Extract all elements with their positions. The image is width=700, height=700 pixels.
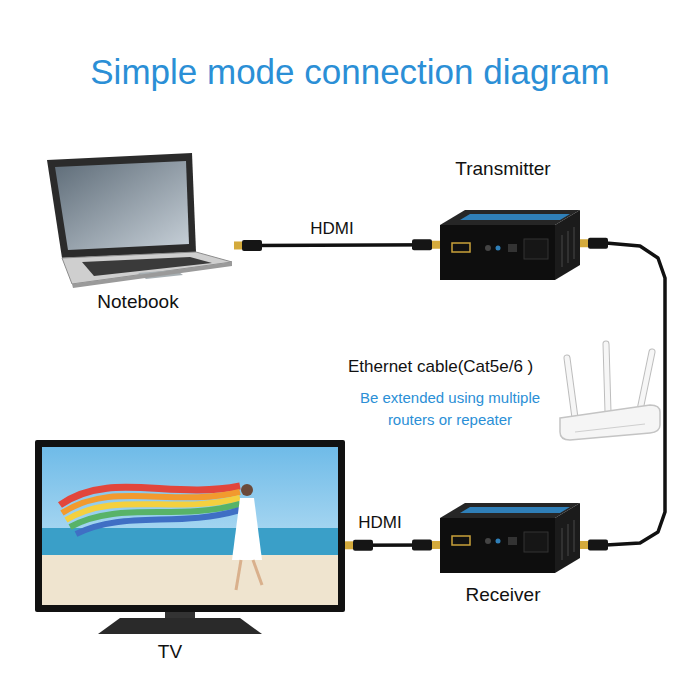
plug-tip xyxy=(345,541,353,549)
notebook-node: Notebook xyxy=(42,153,234,289)
cable-label: HDMI xyxy=(330,513,430,533)
plug-tip xyxy=(580,541,588,549)
plug-tip xyxy=(432,241,440,249)
plug-body xyxy=(412,539,432,550)
receiver-node: Receiver xyxy=(440,498,580,575)
cable-connector xyxy=(234,243,440,247)
plug-body xyxy=(242,240,262,251)
plug-tip xyxy=(234,241,242,249)
plug-tip xyxy=(432,541,440,549)
device-label: Transmitter xyxy=(428,158,578,180)
cable-connector xyxy=(580,243,665,545)
plug-body xyxy=(412,239,432,250)
tv-node: TV xyxy=(35,440,345,635)
device-label: Notebook xyxy=(42,291,234,313)
device-label: Receiver xyxy=(428,584,578,606)
transmitter-node: Transmitter xyxy=(440,205,580,280)
device-label: TV xyxy=(15,641,325,663)
extension-note: Be extended using multiple routers or re… xyxy=(342,387,558,431)
plug-body xyxy=(588,238,608,249)
plug-body xyxy=(353,540,373,551)
plug-tip xyxy=(580,239,588,247)
plug-body xyxy=(588,539,608,550)
cable-label: HDMI xyxy=(282,219,382,239)
diagram-title: Simple mode connection diagram xyxy=(0,52,700,92)
cable-label: Ethernet cable(Cat5e/6 ) xyxy=(348,357,588,377)
